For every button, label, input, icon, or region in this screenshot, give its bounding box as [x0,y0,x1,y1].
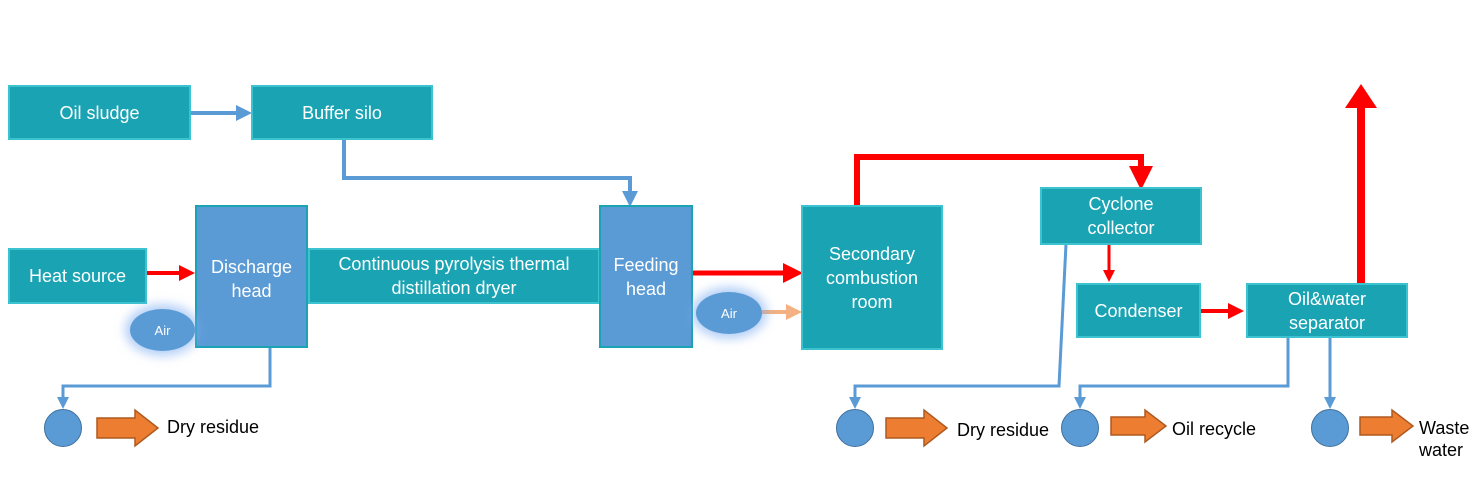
flow-cyclone-to-residue [849,243,1068,409]
secondary-combustion-room-box: Secondary combustion room [801,205,943,350]
output-arrow-oil-recycle [1110,408,1168,444]
output-node-waste-water [1311,409,1349,447]
output-label-residue-2: Dry residue [957,420,1050,440]
output-label-waste-water: Waste water [1419,418,1470,460]
flow-discharge-to-residue [57,348,272,409]
output-arrow-residue-1 [96,408,160,448]
air-input-combustion: Air [696,292,762,334]
air-input-discharge: Air [130,309,195,351]
flow-silo-to-feeding-head [342,140,638,207]
output-label-residue-1: Dry residue [167,417,260,437]
buffer-silo-box: Buffer silo [251,85,433,140]
cyclone-collector-box: Cyclone collector [1040,187,1202,245]
output-node-residue-1 [44,409,82,447]
output-arrow-waste-water [1359,408,1415,444]
oil-sludge-box: Oil sludge [8,85,191,140]
heat-source-box: Heat source [8,248,147,304]
oil-water-separator-box: Oil&water separator [1246,283,1408,338]
discharge-head-box: Discharge head [195,205,308,348]
flow-separator-to-oil-recycle [1074,338,1290,409]
flow-combustion-to-cyclone [854,154,1153,207]
output-arrow-residue-2 [885,408,949,448]
feeding-head-box: Feeding head [599,205,693,348]
output-node-residue-2 [836,409,874,447]
output-node-oil-recycle [1061,409,1099,447]
dryer-box: Continuous pyrolysis thermal distillatio… [308,248,600,304]
condenser-box: Condenser [1076,283,1201,338]
output-label-oil-recycle: Oil recycle [1172,419,1257,439]
